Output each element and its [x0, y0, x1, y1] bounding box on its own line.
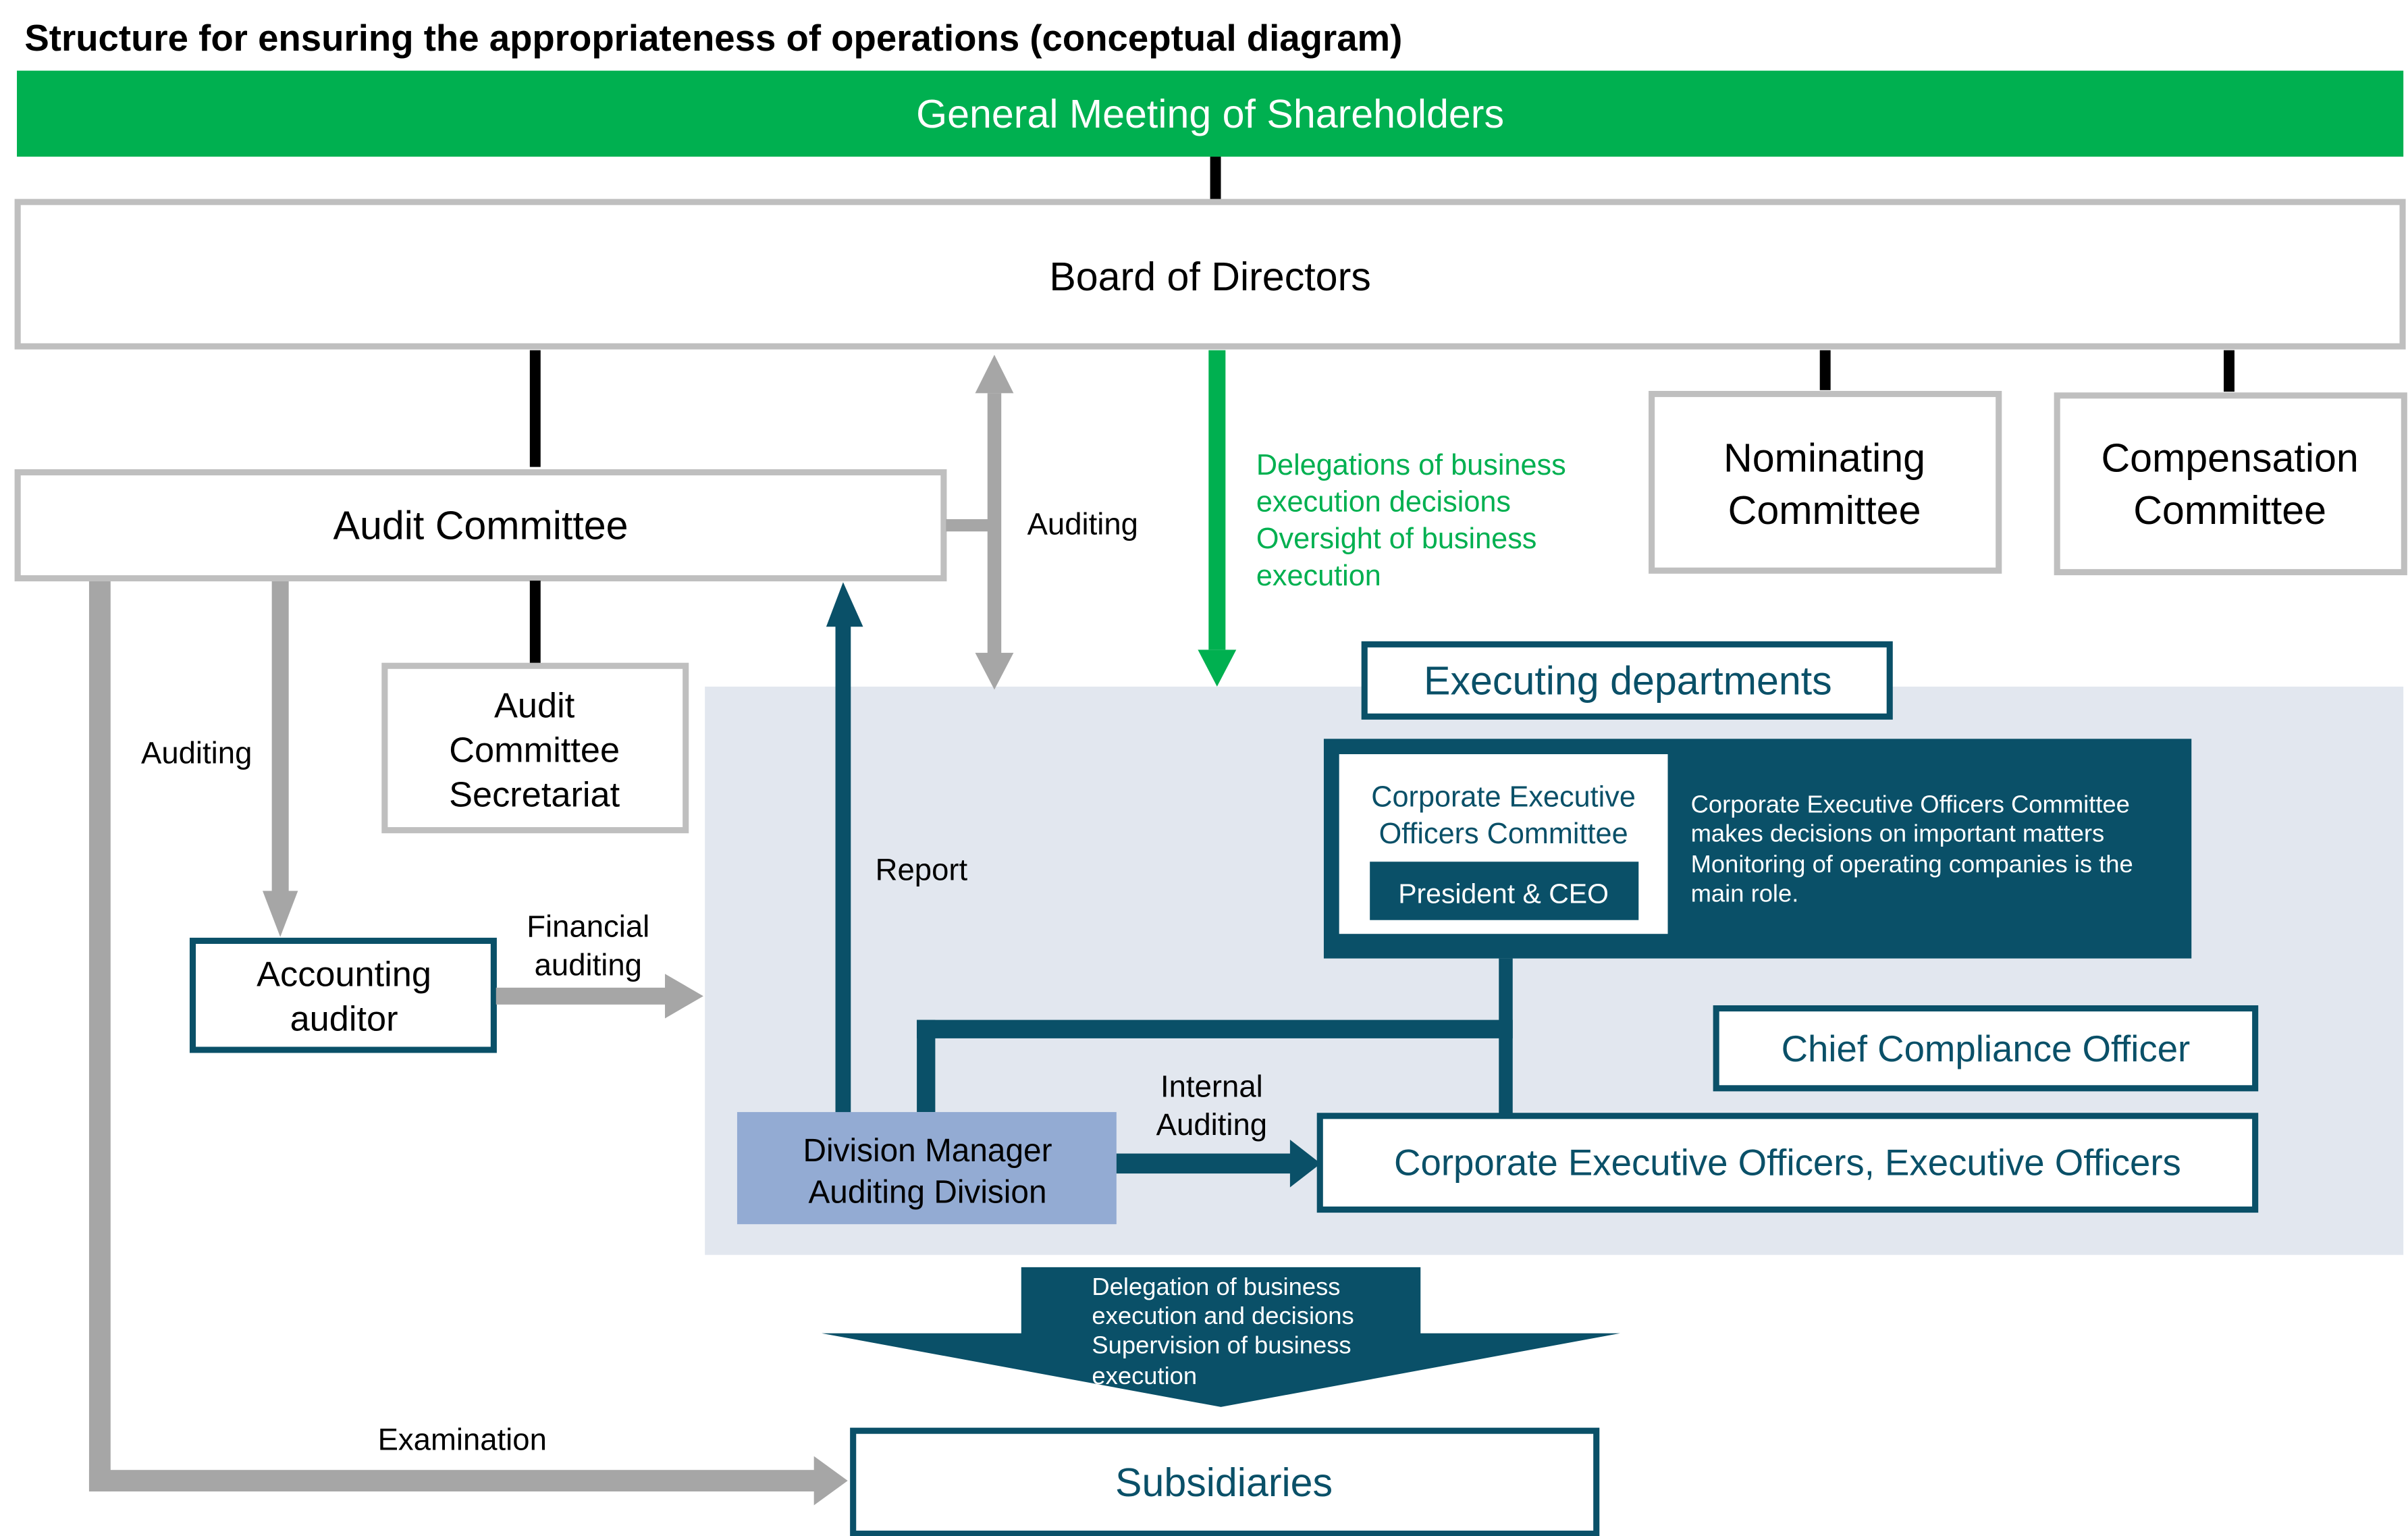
- secretariat-line-2: Committee: [449, 731, 620, 770]
- executing-departments-header[interactable]: Executing departments: [1361, 641, 1893, 720]
- financial-auditing-line-1: Financial: [527, 909, 649, 944]
- subsidiary-delegation-line-4: execution: [1092, 1362, 1197, 1389]
- compensation-committee-node[interactable]: Compensation Committee: [2054, 392, 2407, 575]
- board-node[interactable]: Board of Directors: [14, 198, 2406, 350]
- officers-label: Corporate Executive Officers, Executive …: [1394, 1142, 2181, 1183]
- president-ceo-box: [1370, 862, 1639, 920]
- connector-shareholders-board: [1210, 157, 1221, 203]
- accounting-auditor-node[interactable]: Accounting auditor: [189, 937, 497, 1053]
- subsidiaries-node[interactable]: Subsidiaries: [850, 1427, 1600, 1536]
- connector-board-audit: [529, 350, 541, 467]
- compensation-line-1: Compensation: [2101, 435, 2358, 480]
- auditing-board-label: Auditing: [1027, 507, 1138, 541]
- president-ceo-label: President & CEO: [1398, 878, 1609, 909]
- chief-compliance-node[interactable]: Chief Compliance Officer: [1713, 1005, 2259, 1092]
- chief-compliance-label: Chief Compliance Officer: [1782, 1028, 2191, 1069]
- delegation-line-4: execution: [1256, 560, 1381, 592]
- audit-committee-label: Audit Committee: [333, 503, 628, 548]
- financial-auditing-line-2: auditing: [535, 948, 642, 982]
- internal-auditing-arrow: [1116, 1140, 1321, 1188]
- delegation-line-3: Oversight of business: [1256, 523, 1537, 555]
- nominating-line-1: Nominating: [1723, 435, 1925, 480]
- internal-auditing-line-1: Internal: [1160, 1069, 1263, 1103]
- ceo-desc-line-4: main role.: [1691, 879, 1799, 907]
- subsidiary-delegation-line-2: execution and decisions: [1092, 1302, 1354, 1329]
- connector-audit-secretariat: [529, 580, 541, 666]
- board-label: Board of Directors: [1049, 254, 1370, 299]
- ceo-desc-line-1: Corporate Executive Officers Committee: [1691, 790, 2130, 818]
- diagram-title: Structure for ensuring the appropriatene…: [24, 18, 1402, 59]
- ceo-committee-line-1: Corporate Executive: [1371, 780, 1636, 813]
- accounting-line-2: auditor: [290, 1000, 398, 1039]
- subsidiary-delegation-arrow: [822, 1267, 1620, 1407]
- secretariat-line-1: Audit: [494, 686, 575, 725]
- secretariat-line-3: Secretariat: [449, 775, 620, 814]
- report-label: Report: [876, 853, 968, 887]
- subsidiary-delegation-line-3: Supervision of business: [1092, 1331, 1351, 1358]
- delegation-line-2: execution decisions: [1256, 486, 1511, 519]
- connector-board-compensation: [2224, 350, 2235, 392]
- report-arrow: [826, 582, 863, 1114]
- auditing-arrow-accounting: [263, 579, 298, 937]
- division-line-2: Auditing Division: [808, 1174, 1046, 1210]
- ceo-committee-panel[interactable]: Corporate Executive Officers Committee P…: [1323, 739, 2192, 959]
- examination-arrow: [88, 579, 848, 1506]
- ceo-committee-line-2: Officers Committee: [1379, 818, 1628, 850]
- examination-label: Examination: [378, 1423, 547, 1457]
- accounting-line-1: Accounting: [257, 955, 431, 995]
- auditing-left-label: Auditing: [141, 736, 252, 770]
- teal-connectors: [917, 958, 1513, 1115]
- subsidiaries-label: Subsidiaries: [1115, 1460, 1333, 1505]
- delegation-line-1: Delegations of business: [1256, 449, 1566, 481]
- auditing-double-arrow: [946, 354, 1014, 690]
- officers-node[interactable]: Corporate Executive Officers, Executive …: [1316, 1113, 2259, 1213]
- subsidiary-delegation-line-1: Delegation of business: [1092, 1273, 1340, 1300]
- nominating-committee-node[interactable]: Nominating Committee: [1649, 390, 2002, 574]
- compensation-line-2: Committee: [2133, 487, 2326, 533]
- audit-secretariat-node[interactable]: Audit Committee Secretariat: [381, 662, 689, 834]
- division-line-1: Division Manager: [803, 1133, 1052, 1169]
- delegation-arrow: [1198, 350, 1237, 687]
- auditing-division-node[interactable]: Division Manager Auditing Division: [737, 1112, 1117, 1225]
- financial-auditing-arrow: [496, 974, 703, 1019]
- internal-auditing-line-2: Auditing: [1156, 1107, 1267, 1142]
- shareholders-node[interactable]: General Meeting of Shareholders: [17, 70, 2404, 157]
- executing-departments-label: Executing departments: [1424, 658, 1832, 703]
- nominating-line-2: Committee: [1728, 487, 1921, 533]
- audit-committee-node[interactable]: Audit Committee: [14, 469, 947, 582]
- ceo-desc-line-3: Monitoring of operating companies is the: [1691, 850, 2133, 878]
- ceo-desc-line-2: makes decisions on important matters: [1691, 820, 2105, 847]
- connector-board-nominating: [1819, 350, 1831, 390]
- shareholders-label: General Meeting of Shareholders: [916, 91, 1504, 136]
